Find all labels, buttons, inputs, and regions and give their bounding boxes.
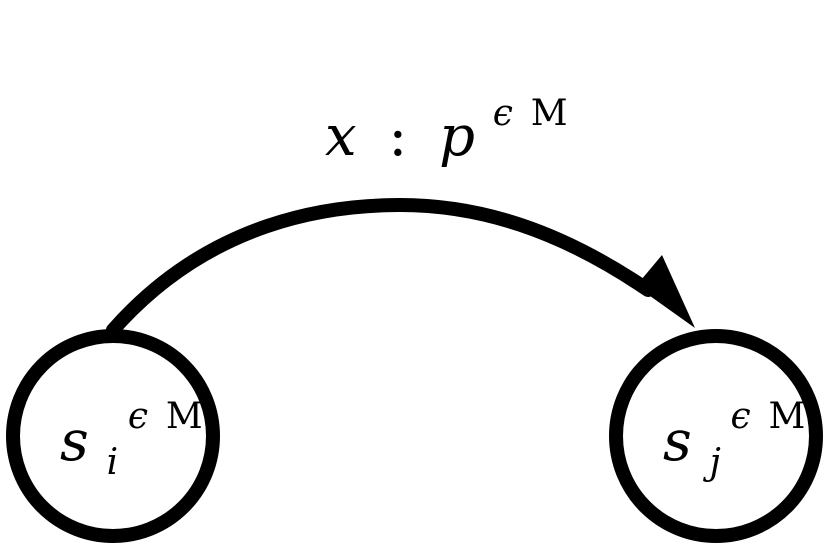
arrowhead-icon xyxy=(636,255,695,328)
transition-edge xyxy=(106,197,695,337)
state-node-circle xyxy=(6,329,220,543)
state-node-source: s i ϵ M xyxy=(6,329,220,543)
state-superscript-symbol: ϵ xyxy=(731,396,751,437)
state-superscript-text: M xyxy=(769,396,806,437)
state-superscript-text: M xyxy=(166,396,203,437)
state-symbol: s xyxy=(60,409,89,474)
edge-label: x : p ϵ M xyxy=(325,74,568,169)
state-node-label: s j ϵ M xyxy=(663,377,805,488)
edge-label-separator: : xyxy=(388,104,407,169)
transition-arc xyxy=(106,197,655,337)
state-node-circle xyxy=(609,329,823,543)
state-symbol: s xyxy=(663,409,692,474)
state-node-label: s i ϵ M xyxy=(60,377,203,488)
edge-label-superscript-text: M xyxy=(531,93,568,134)
edge-label-input: x xyxy=(325,104,357,169)
state-superscript-symbol: ϵ xyxy=(128,396,148,437)
edge-label-probability: p xyxy=(439,104,475,169)
edge-label-superscript-symbol: ϵ xyxy=(493,93,513,134)
state-node-target: s j ϵ M xyxy=(609,329,823,543)
state-subscript: i xyxy=(107,442,119,483)
